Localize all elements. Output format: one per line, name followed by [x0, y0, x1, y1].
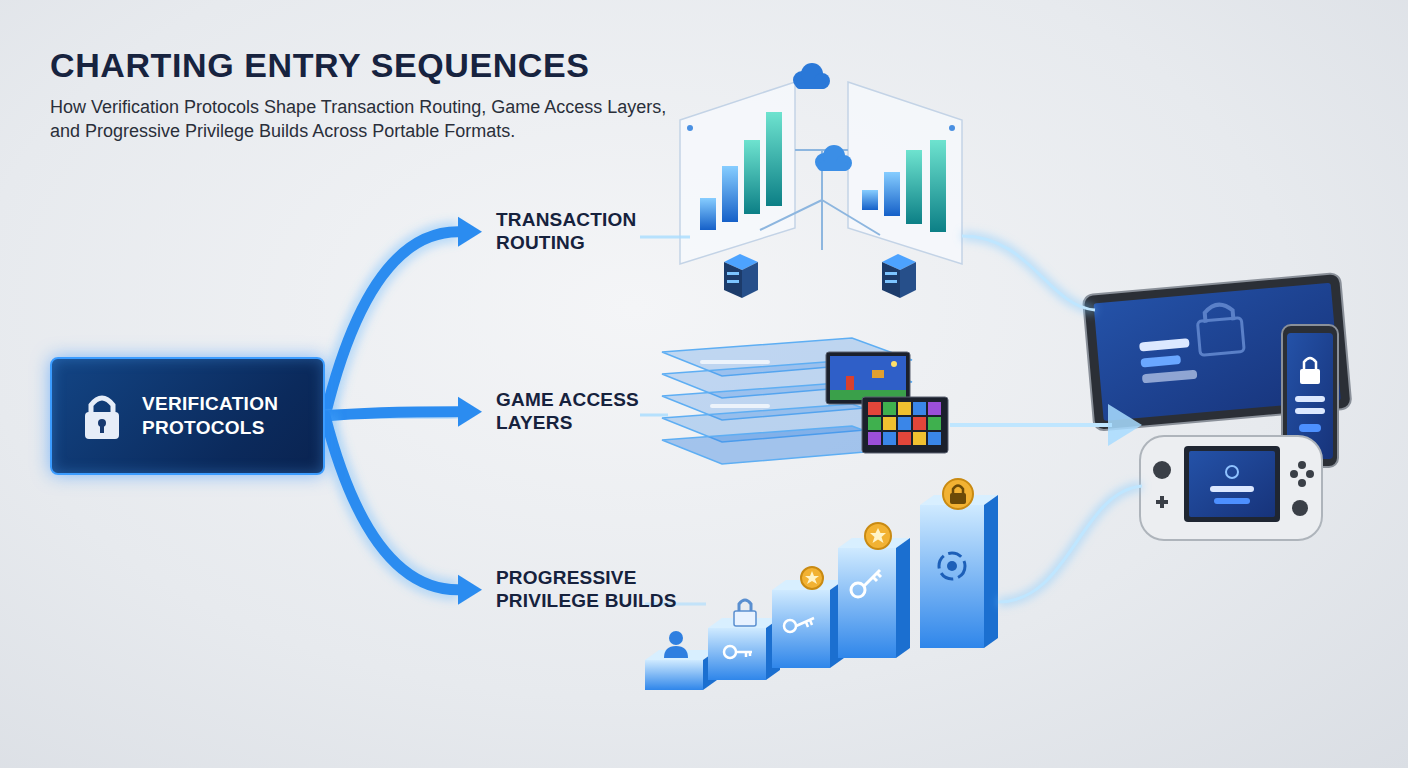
connector-glow — [325, 416, 458, 590]
step-block — [708, 618, 780, 680]
branch-label: TRANSACTION ROUTING — [496, 209, 666, 255]
flow-arrow — [325, 217, 482, 416]
device-routes — [640, 236, 1142, 604]
medal-icon — [801, 567, 823, 589]
ring-icon — [939, 553, 965, 579]
connector-glow — [325, 232, 458, 416]
panel-dot — [687, 125, 693, 131]
arrow-head — [458, 217, 482, 247]
connector — [325, 232, 458, 416]
chart-bar — [766, 112, 782, 206]
chart-panel — [680, 82, 795, 264]
node-label: GAME ACCESS LAYERS — [496, 389, 666, 435]
medal-icon — [943, 479, 973, 509]
server-icon — [882, 254, 916, 298]
user-icon — [664, 631, 688, 658]
game-screen — [862, 397, 948, 453]
privilege-steps — [645, 479, 998, 690]
connector-glow — [325, 412, 458, 416]
layer-bar — [700, 360, 770, 364]
connector — [325, 412, 458, 416]
lock-icon — [734, 600, 756, 626]
circuit-line — [760, 150, 880, 250]
protocol-box: VERIFICATION PROTOCOLS — [50, 357, 325, 475]
panel-dot — [949, 125, 955, 131]
cloud-icon — [793, 63, 830, 89]
chart-bar — [722, 166, 738, 222]
step-block — [772, 580, 844, 668]
chart-bar — [700, 198, 716, 230]
game-screen — [826, 352, 910, 404]
step-block — [838, 538, 910, 658]
handheld-console — [1140, 436, 1322, 540]
text-holder: VERIFICATION PROTOCOLS — [142, 392, 312, 440]
layer-bar — [710, 404, 770, 408]
key-icon — [724, 646, 752, 658]
flow-arrow — [325, 397, 482, 427]
key-icon — [784, 618, 814, 632]
server-icon — [724, 254, 758, 298]
node-label: TRANSACTION ROUTING — [496, 209, 666, 255]
arrow-heads — [458, 397, 482, 427]
branch-label: GAME ACCESS LAYERS — [496, 389, 666, 435]
arrow-heads — [458, 217, 482, 247]
node-label: PROGRESSIVE PRIVILEGE BUILDS — [496, 567, 711, 613]
step-block — [920, 495, 998, 648]
chart-bar — [906, 150, 922, 224]
diagram-title: CHARTING ENTRY SEQUENCES — [50, 46, 590, 85]
medal-icon — [865, 523, 891, 549]
connector — [325, 416, 458, 590]
lock-icon — [82, 391, 122, 441]
layers-illustration — [662, 338, 948, 464]
arrow-heads — [458, 575, 482, 605]
chart-bar — [930, 140, 946, 232]
arrow-head — [458, 397, 482, 427]
node-label: VERIFICATION PROTOCOLS — [142, 392, 312, 440]
chart-panel — [848, 82, 962, 264]
chart-bar — [884, 172, 900, 216]
arrow-head — [458, 575, 482, 605]
key-icon — [851, 570, 881, 597]
flow-arrow — [325, 416, 482, 605]
text-holder: GAME ACCESS LAYERS — [496, 389, 666, 435]
lock-body — [85, 412, 119, 439]
chart-bar — [862, 190, 878, 210]
lock-keyhole — [100, 424, 104, 433]
transaction-illustration — [680, 63, 962, 298]
diagram-caption: How Verification Protocols Shape Transac… — [50, 96, 690, 144]
lock-shackle — [91, 398, 113, 413]
chart-bar — [744, 140, 760, 214]
text-holder: PROGRESSIVE PRIVILEGE BUILDS — [496, 567, 711, 613]
branch-label: PROGRESSIVE PRIVILEGE BUILDS — [496, 567, 711, 613]
text-holder: TRANSACTION ROUTING — [496, 209, 666, 255]
cloud-icon — [815, 145, 852, 171]
